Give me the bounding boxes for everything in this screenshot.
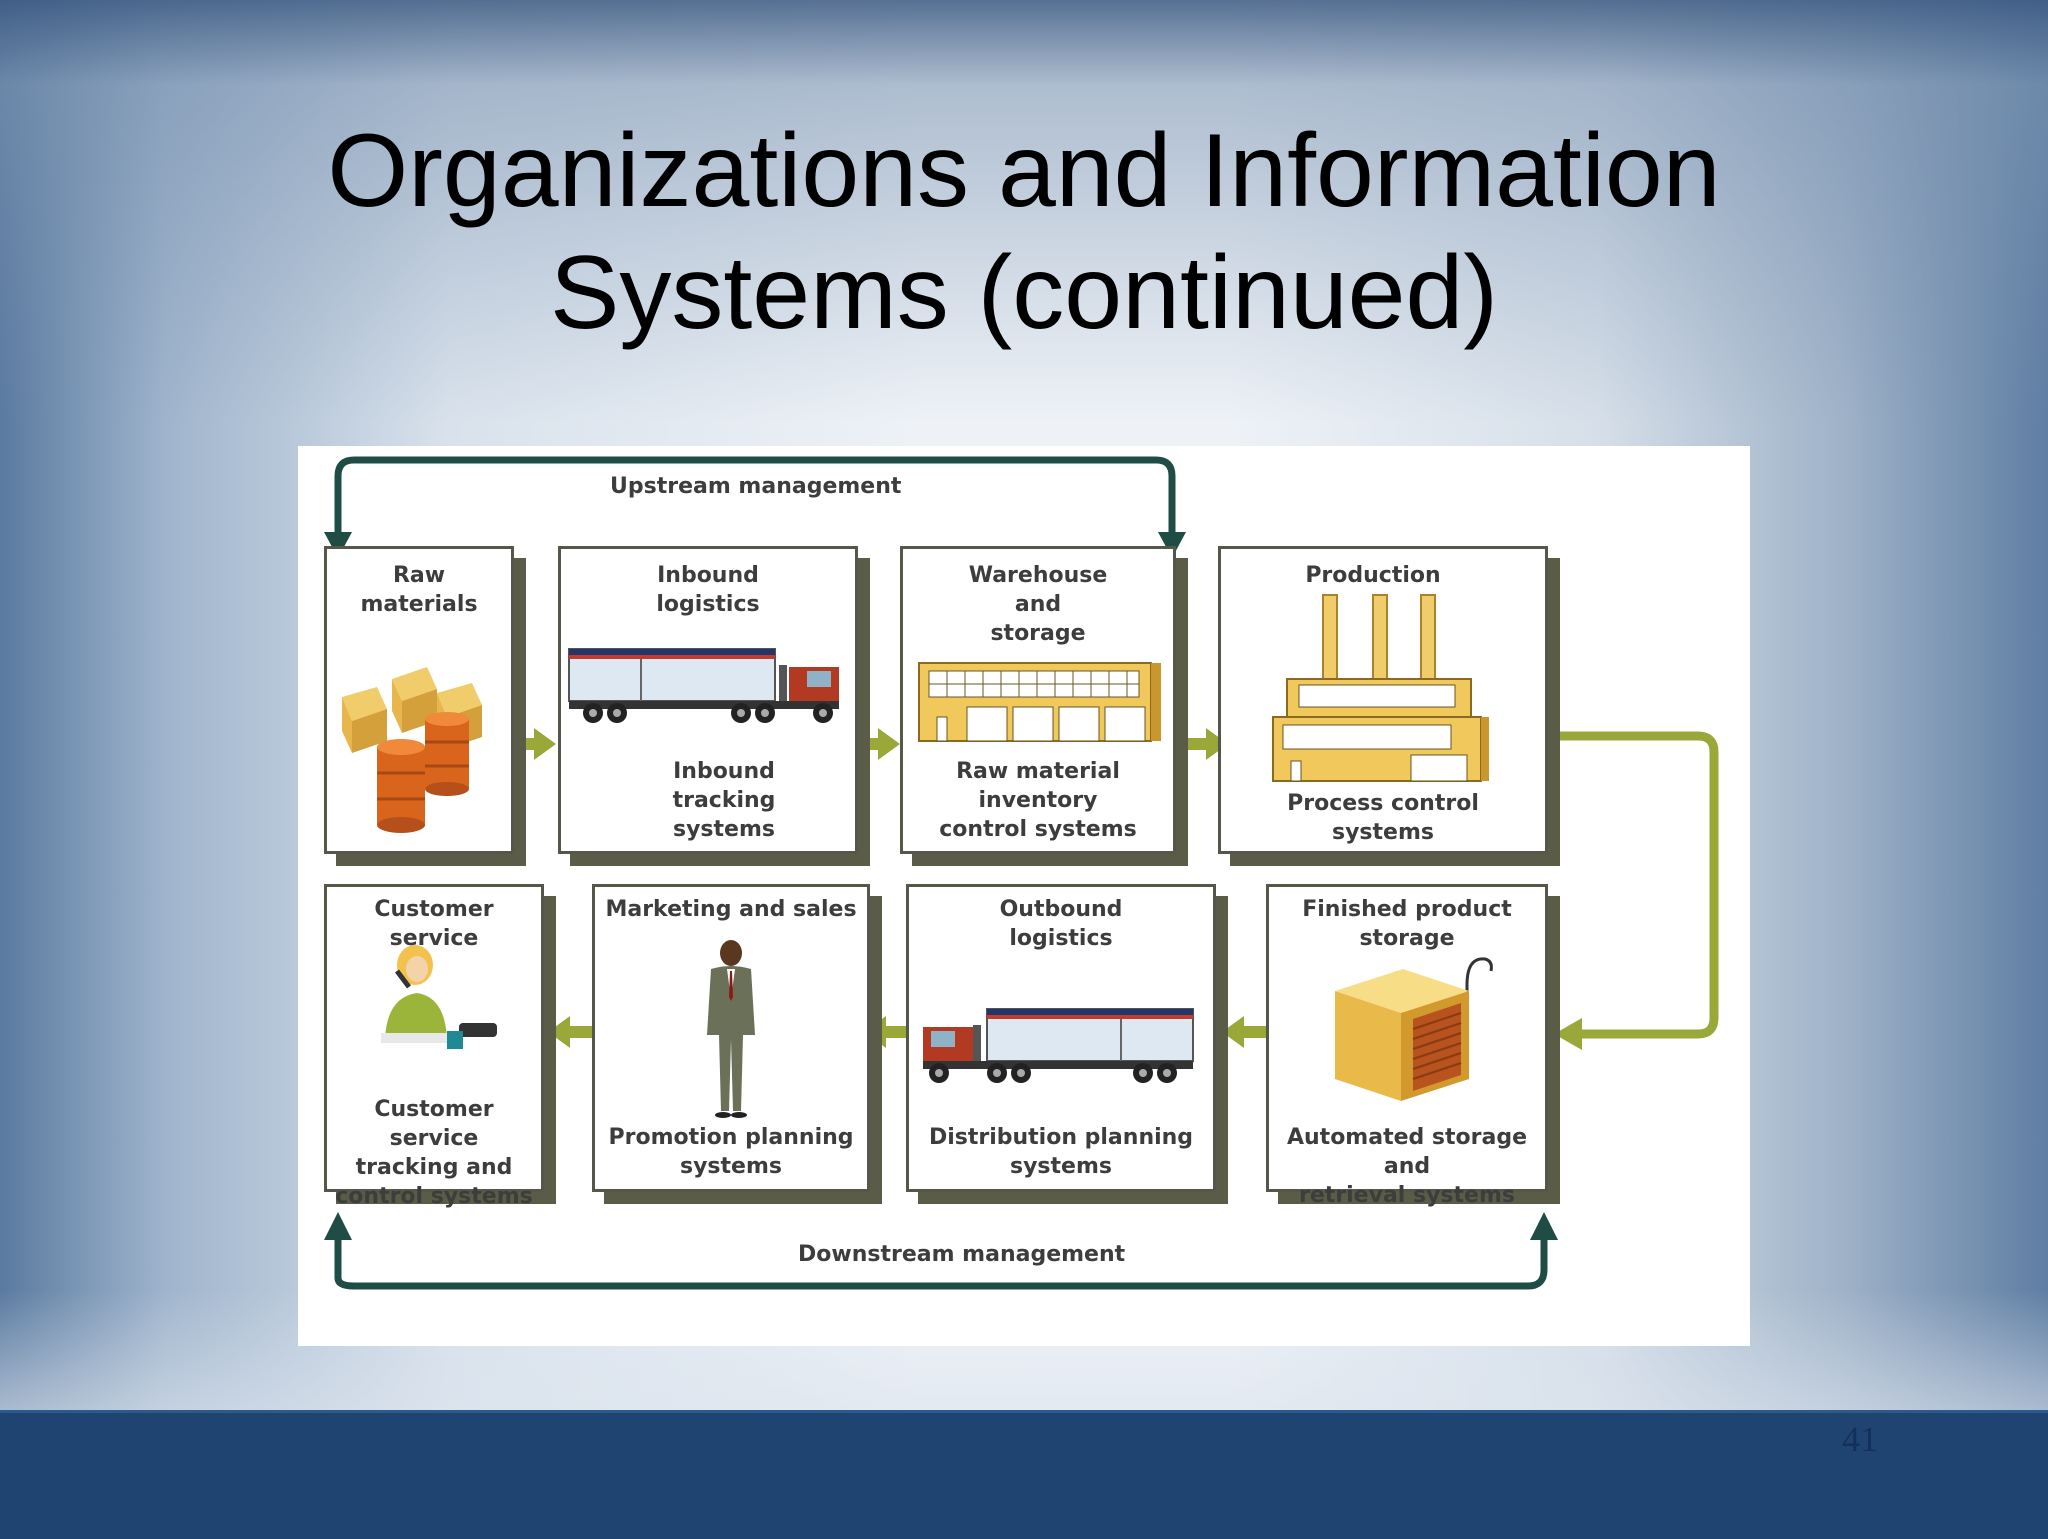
flow-arrow-1 xyxy=(512,728,556,760)
warehouse-building-icon xyxy=(918,662,1161,742)
footer-bar xyxy=(0,1410,2048,1539)
upstream-management-arrow xyxy=(334,456,1176,534)
production-to-storage-arrow xyxy=(1542,731,1719,1039)
crates-and-barrels-icon xyxy=(342,667,482,833)
downstream-management-label: Downstream management xyxy=(798,1242,1126,1267)
upstream-arrowhead-right xyxy=(1158,532,1186,558)
stage-marketing-sales: Marketing and sales Promotion planning s… xyxy=(592,884,870,1192)
raw-material-inventory-label: Raw material inventory control systems xyxy=(939,759,1137,842)
customer-service-systems-label: Customer service tracking and control sy… xyxy=(335,1097,533,1209)
production-to-storage-arrowhead xyxy=(1554,1018,1582,1050)
downstream-arrowhead-right xyxy=(1530,1212,1558,1240)
stage-raw-materials: Raw materials xyxy=(324,546,514,854)
title-line-1: Organizations and Information xyxy=(327,113,1721,229)
diagram-arrows xyxy=(324,456,1719,1290)
production-heading: Production xyxy=(1305,563,1441,588)
page-number: 41 xyxy=(1842,1419,1878,1459)
flow-arrow-4 xyxy=(1222,1016,1266,1048)
stage-inbound-logistics: Inbound logistics Inbound tracking syste… xyxy=(558,546,858,854)
flow-arrow-5 xyxy=(864,1016,908,1048)
top-flow-arrows xyxy=(512,728,1228,760)
outbound-logistics-heading: Outbound logistics xyxy=(999,897,1123,951)
inbound-tracking-systems-label: Inbound tracking systems xyxy=(672,759,776,842)
finished-product-storage-heading: Finished product storage xyxy=(1302,897,1512,951)
salesperson-icon xyxy=(707,940,755,1118)
stage-warehouse-storage: Warehouse and storage Raw material inven… xyxy=(900,546,1176,854)
customer-service-heading: Customer service xyxy=(374,897,494,951)
stage-production: Production Process control systems xyxy=(1218,546,1548,854)
downstream-management-arrow xyxy=(334,1236,1548,1290)
automated-storage-retrieval-label: Automated storage and retrieval systems xyxy=(1286,1125,1528,1208)
stage-outbound-logistics: Outbound logistics Distribution planning… xyxy=(906,884,1216,1192)
warehouse-storage-heading: Warehouse and storage xyxy=(968,563,1108,646)
stage-customer-service: Customer service Customer service tracki… xyxy=(324,884,544,1209)
title-line-2: Systems (continued) xyxy=(550,235,1498,351)
upstream-arrowhead-left xyxy=(324,532,352,558)
marketing-sales-heading: Marketing and sales xyxy=(605,897,857,922)
distribution-planning-label: Distribution planning systems xyxy=(928,1125,1194,1179)
factory-icon xyxy=(1272,594,1489,782)
downstream-arrowhead-left xyxy=(324,1212,352,1240)
outbound-truck-icon xyxy=(923,1008,1194,1083)
bottom-flow-arrows xyxy=(548,1016,1266,1048)
inbound-logistics-heading: Inbound logistics xyxy=(656,563,760,617)
flow-arrow-3 xyxy=(1184,728,1228,760)
process-control-systems-label: Process control systems xyxy=(1287,791,1479,845)
flow-arrow-6 xyxy=(548,1016,592,1048)
inbound-truck-icon xyxy=(568,648,839,723)
slide-title: Organizations and Information Systems (c… xyxy=(200,110,1848,351)
customer-service-agent-icon xyxy=(381,945,497,1049)
raw-materials-heading: Raw materials xyxy=(360,563,478,617)
automated-storage-icon xyxy=(1335,957,1493,1101)
stage-finished-product-storage: Finished product storage Automated stora… xyxy=(1266,884,1548,1208)
upstream-management-label: Upstream management xyxy=(610,474,902,499)
promotion-planning-label: Promotion planning systems xyxy=(608,1125,854,1179)
flow-arrow-2 xyxy=(856,728,900,760)
value-chain-diagram: Upstream management Downstream managemen… xyxy=(298,446,1750,1346)
